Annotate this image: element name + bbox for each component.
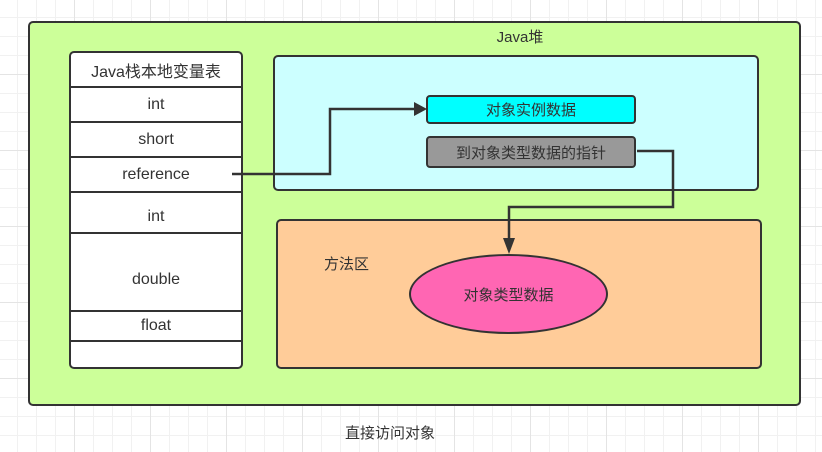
stack-row-float: float (71, 312, 241, 342)
method-area-label: 方法区 (324, 256, 370, 273)
arrowhead-type-data (503, 238, 515, 254)
stack-row-int-2: int (71, 193, 241, 234)
diagram-caption: 直接访问对象 (344, 425, 435, 442)
edge-type-pointer-to-type-data (507, 149, 675, 242)
stack-row-short: short (71, 123, 241, 158)
arrowhead-instance-data (414, 102, 427, 116)
edge-reference-to-instance-data (232, 107, 416, 176)
stack-row-double: double (71, 234, 241, 312)
stack-row-int: int (71, 88, 241, 123)
object-instance-data-node: 对象实例数据 (426, 95, 636, 124)
java-stack-local-variable-table: Java栈本地变量表 int short reference int doubl… (69, 51, 243, 369)
object-type-data-label: 对象类型数据 (463, 286, 554, 304)
object-type-data-node: 对象类型数据 (409, 254, 608, 334)
type-data-pointer-node: 到对象类型数据的指针 (426, 136, 636, 168)
java-heap-label: Java堆 (496, 29, 544, 46)
stack-title: Java栈本地变量表 (71, 53, 241, 88)
stack-row-reference: reference (71, 158, 241, 193)
